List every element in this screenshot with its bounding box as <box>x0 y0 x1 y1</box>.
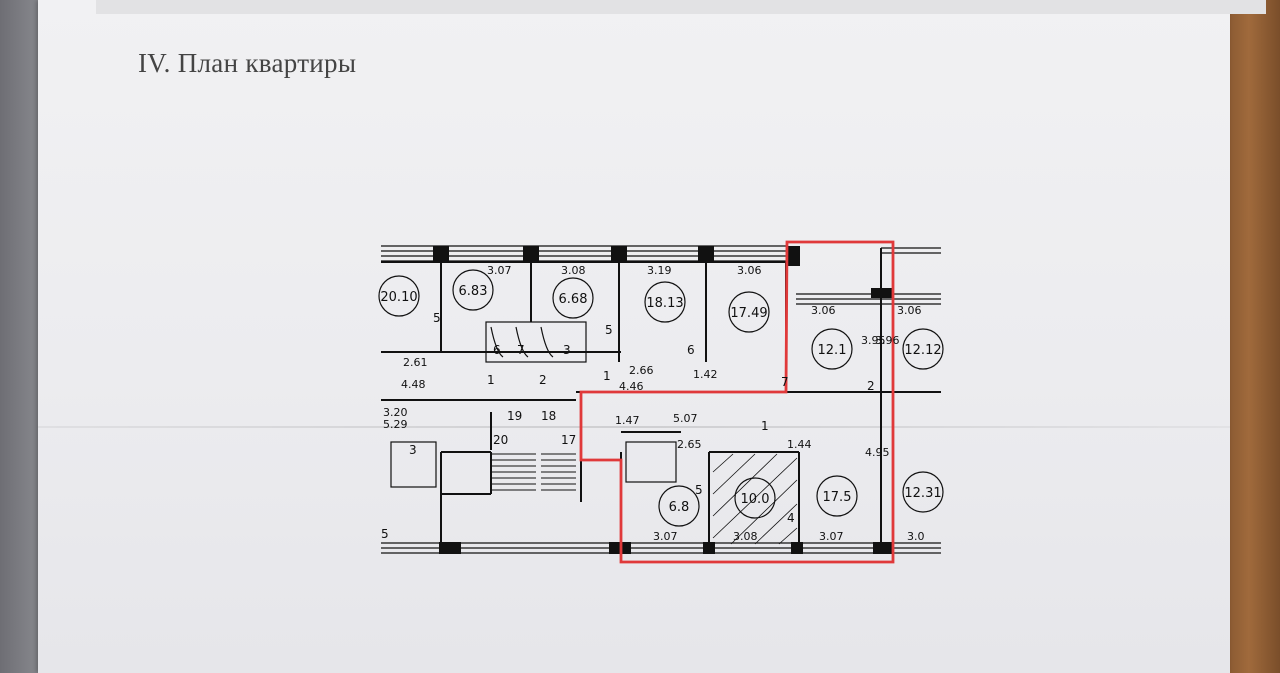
dimension-label: 3.08 <box>561 264 586 277</box>
area-circles <box>378 269 944 527</box>
dimension-label: 3.06 <box>737 264 762 277</box>
dimension-label: 3.06 <box>811 304 836 317</box>
room-number: 17 <box>561 433 576 447</box>
room-number: 5 <box>381 527 389 541</box>
dimension-labels: 3.07 3.08 3.19 3.06 3.06 3.06 3.95 3.96 … <box>383 264 925 543</box>
room-area-6-83: 6.83 <box>459 284 488 299</box>
sheet-edge <box>96 0 1266 14</box>
room-number: 7 <box>517 343 525 357</box>
room-number: 18 <box>541 409 556 423</box>
dimension-label: 3.19 <box>647 264 672 277</box>
room-number: 4 <box>787 511 795 525</box>
dimension-label: 3.07 <box>819 530 844 543</box>
dimension-label: 2.65 <box>677 438 702 451</box>
room-number: 5 <box>605 323 613 337</box>
room-number: 20 <box>493 433 508 447</box>
room-number: 7 <box>781 375 789 389</box>
apartment-outline <box>579 240 895 564</box>
dimension-label: 3.0 <box>907 530 925 543</box>
room-area-18-13: 18.13 <box>646 296 683 311</box>
room-area-17-49: 17.49 <box>730 306 767 321</box>
room-number: 6 <box>493 343 501 357</box>
dimension-label: 1.44 <box>787 438 812 451</box>
dimension-label: 1.42 <box>693 368 718 381</box>
room-number: 1 <box>761 419 769 433</box>
sanitary-fixtures <box>390 321 677 488</box>
dimension-label: 5.29 <box>383 418 408 431</box>
room-number: 6 <box>687 343 695 357</box>
dimension-label: 4.95 <box>865 446 890 459</box>
room-number: 5 <box>695 483 703 497</box>
dimension-label: 3.96 <box>875 334 900 347</box>
room-area-6-8: 6.8 <box>669 500 690 515</box>
floor-plan: 20.10 6.83 6.68 18.13 17.49 12.1 12.12 6… <box>378 240 944 564</box>
room-area-10-0: 10.0 <box>741 492 770 507</box>
hatched-room <box>712 453 798 545</box>
room-area-12-12: 12.12 <box>904 343 941 358</box>
dimension-label: 1.47 <box>615 414 640 427</box>
staircase <box>491 453 576 491</box>
dimension-label: 3.20 <box>383 406 408 419</box>
section-title: IV. План квартиры <box>138 48 357 78</box>
dimension-label: 4.48 <box>401 378 426 391</box>
room-number: 1 <box>603 369 611 383</box>
paper-fold <box>38 426 1230 428</box>
room-area-17-5: 17.5 <box>823 490 852 505</box>
dimension-label: 2.61 <box>403 356 428 369</box>
bottom-window-lines <box>381 542 941 554</box>
dimension-label: 3.08 <box>733 530 758 543</box>
pillars <box>433 246 893 554</box>
dimension-label: 3.95 <box>861 334 886 347</box>
dimension-label: 3.07 <box>653 530 678 543</box>
room-number: 2 <box>867 379 875 393</box>
room-number: 1 <box>487 373 495 387</box>
room-area-12-31: 12.31 <box>904 486 941 501</box>
dimension-label: 4.46 <box>619 380 644 393</box>
dimension-label: 3.07 <box>487 264 512 277</box>
room-number: 5 <box>433 311 441 325</box>
desk-surface-right <box>1228 0 1280 673</box>
room-area-20-10: 20.10 <box>380 290 417 305</box>
room-area-12-1: 12.1 <box>818 343 847 358</box>
dimension-label: 2.66 <box>629 364 654 377</box>
dimension-label: 3.06 <box>897 304 922 317</box>
dimension-label: 5.07 <box>673 412 698 425</box>
room-number: 3 <box>563 343 571 357</box>
room-number: 2 <box>539 373 547 387</box>
room-area-6-68: 6.68 <box>559 292 588 307</box>
room-area-labels: 20.10 6.83 6.68 18.13 17.49 12.1 12.12 6… <box>380 284 941 515</box>
room-number: 3 <box>409 443 417 457</box>
room-number-labels: 5 5 6 7 3 6 1 2 1 7 2 19 18 20 17 1 3 5 … <box>381 311 875 541</box>
room-number: 19 <box>507 409 522 423</box>
